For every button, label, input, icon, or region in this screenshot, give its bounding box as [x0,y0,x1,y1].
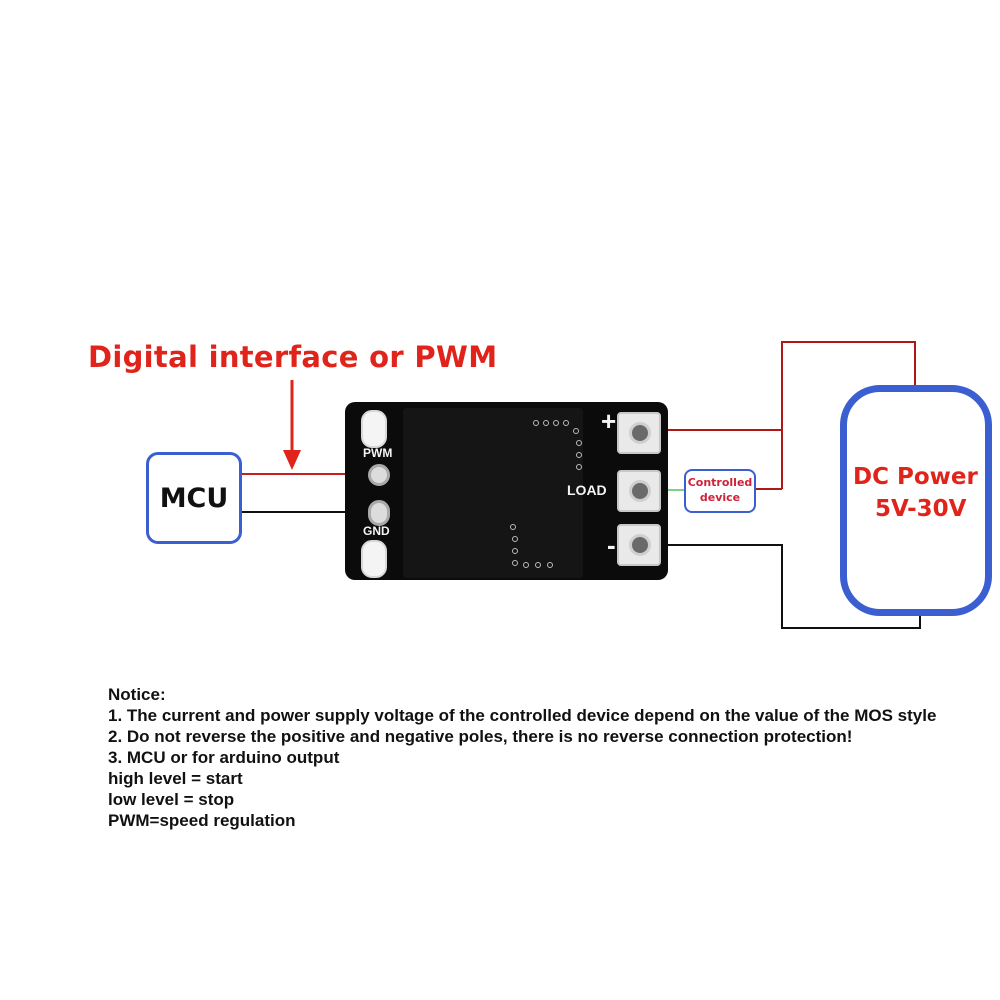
via [523,562,529,568]
notice-line: 1. The current and power supply voltage … [108,706,937,725]
solder-pad-icon [368,500,390,526]
notice-line: low level = stop [108,790,235,809]
via [510,524,516,530]
screw-terminal-icon [617,470,661,512]
via [535,562,541,568]
controlled-device-label-2: device [699,491,741,504]
notice-block: Notice: 1. The current and power supply … [108,684,988,831]
via [547,562,553,568]
interface-headline: Digital interface or PWM [88,340,498,374]
via [576,464,582,470]
mcu-box: MCU [146,452,242,544]
notice-line: PWM=speed regulation [108,811,296,830]
mos-module-board: PWM GND + LOAD - [345,402,668,580]
via [512,548,518,554]
via [563,420,569,426]
minus-silkscreen: - [607,530,616,560]
controlled-device-label-1: Controlled [687,476,753,489]
solder-pad-icon [368,464,390,486]
via [573,428,579,434]
screw-terminal-icon [617,412,661,454]
down-arrow-icon [283,380,301,470]
negative-wire [650,544,921,629]
pwm-silkscreen: PWM [363,446,393,460]
plus-silkscreen: + [601,406,617,436]
notice-heading: Notice: [108,685,166,704]
dc-power-title: DC Power [853,464,978,490]
dc-power-voltage: 5V-30V [875,496,967,522]
notice-line: 3. MCU or for arduino output [108,748,340,767]
via [533,420,539,426]
mcu-label: MCU [159,482,229,514]
gnd-silkscreen: GND [363,524,390,538]
notice-line: 2. Do not reverse the positive and negat… [108,727,853,746]
mounting-hole-bottom-left [361,540,387,578]
via [512,536,518,542]
copper-region [403,408,583,578]
controlled-device-box: Controlled device [684,469,756,513]
load-silkscreen: LOAD [567,482,607,498]
screw-terminal-icon [617,524,661,566]
dc-power-box: DC Power 5V-30V [840,385,992,616]
via [512,560,518,566]
via [576,440,582,446]
mounting-hole-top-left [361,410,387,448]
via [576,452,582,458]
via [553,420,559,426]
positive-wire [652,341,916,431]
notice-line: high level = start [108,769,243,788]
via [543,420,549,426]
